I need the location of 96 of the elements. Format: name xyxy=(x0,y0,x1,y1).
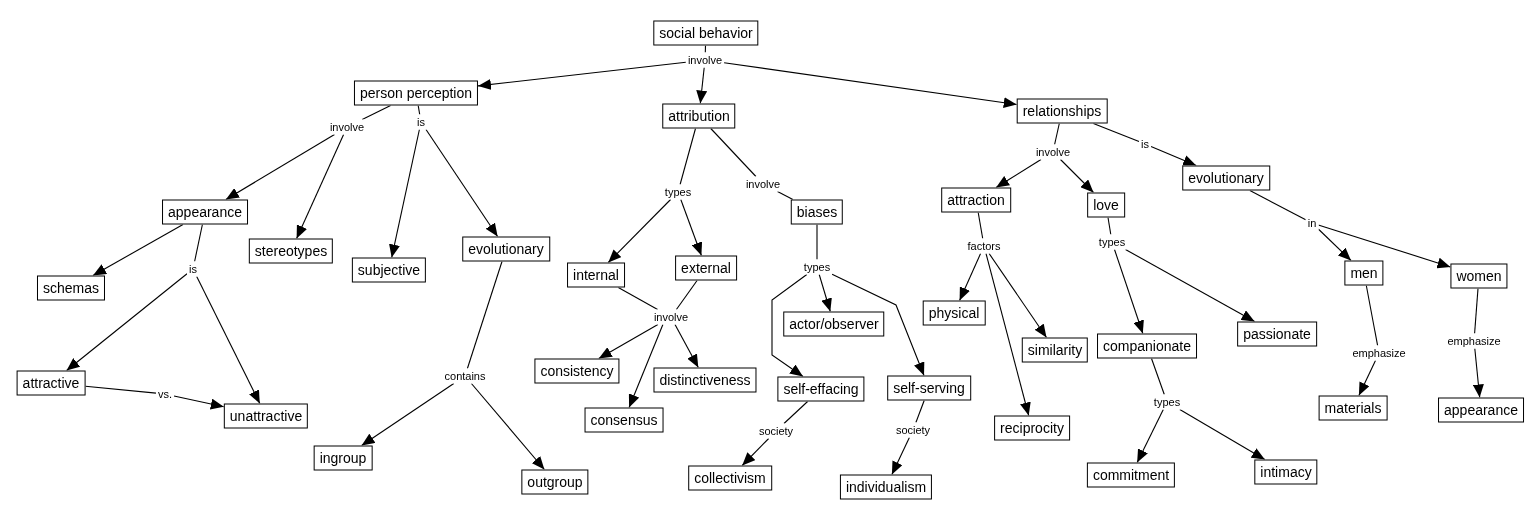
arrow xyxy=(1317,228,1352,262)
concept-box: passionate xyxy=(1237,321,1317,347)
connector-line xyxy=(915,399,925,424)
connector-line xyxy=(675,279,698,311)
concept-box: self-effacing xyxy=(777,376,865,402)
concept-box: individualism xyxy=(839,474,933,500)
arrow xyxy=(628,323,664,409)
arrow xyxy=(1059,158,1095,194)
arrow xyxy=(196,275,261,405)
concept-box: consistency xyxy=(534,358,620,384)
connector-line xyxy=(1249,189,1307,221)
concept-box: attribution xyxy=(662,103,736,129)
arrow xyxy=(959,252,982,302)
arrow xyxy=(425,128,499,238)
concept-box: external xyxy=(675,255,737,281)
concept-box: unattractive xyxy=(223,403,309,429)
concept-box: evolutionary xyxy=(1182,165,1270,191)
concept-box: similarity xyxy=(1021,337,1089,363)
concept-box: attractive xyxy=(16,370,86,396)
concept-box: self-serving xyxy=(887,375,971,401)
arrow xyxy=(995,158,1042,189)
arrow xyxy=(598,323,659,360)
connector-line xyxy=(361,104,392,121)
connector-line xyxy=(1150,357,1165,396)
arrow xyxy=(988,252,1048,339)
arrow xyxy=(1124,248,1256,323)
arrow xyxy=(470,382,545,471)
connector-line xyxy=(194,223,203,263)
connector-line xyxy=(1474,287,1479,335)
connector-line xyxy=(710,127,757,178)
connector-line xyxy=(977,211,984,240)
concept-box: consensus xyxy=(584,407,664,433)
arrow xyxy=(296,133,345,240)
concept-box: collectivism xyxy=(688,465,772,491)
arrow xyxy=(66,273,188,372)
concept-box: reciprocity xyxy=(994,415,1070,441)
arrow xyxy=(1179,408,1266,461)
arrow xyxy=(831,273,925,377)
arrow xyxy=(818,273,832,313)
connector-line xyxy=(84,385,157,394)
arrow xyxy=(1472,347,1484,399)
concept-box: distinctiveness xyxy=(653,367,757,393)
arrow xyxy=(891,436,910,476)
concept-box: companionate xyxy=(1097,333,1197,359)
arrow xyxy=(389,128,420,259)
arrow xyxy=(723,62,1018,109)
concept-box: person perception xyxy=(353,80,479,106)
arrow xyxy=(1113,248,1144,335)
concept-box: attraction xyxy=(941,187,1011,213)
connector-line xyxy=(466,260,503,370)
concept-box: stereotypes xyxy=(248,238,334,264)
concept-box: men xyxy=(1344,260,1384,286)
connector-line xyxy=(776,190,794,201)
concept-box: appearance xyxy=(162,199,248,225)
concept-box: internal xyxy=(567,262,625,288)
arrow xyxy=(361,382,455,447)
arrow xyxy=(1317,224,1451,269)
concept-box: commitment xyxy=(1086,462,1176,488)
arrow xyxy=(680,198,703,257)
concept-box: schemas xyxy=(37,275,105,301)
arrow xyxy=(477,61,687,90)
connector-line xyxy=(1107,216,1112,236)
concept-box: love xyxy=(1087,192,1125,218)
arrow xyxy=(771,273,808,378)
concept-box: physical xyxy=(922,300,986,326)
arrow xyxy=(741,437,770,467)
arrow xyxy=(92,223,184,277)
arrow xyxy=(696,66,708,105)
concept-box: relationships xyxy=(1016,98,1108,124)
connector-line xyxy=(417,104,421,116)
concept-box: social behavior xyxy=(653,20,759,46)
concept-box: women xyxy=(1450,263,1508,289)
concept-box: intimacy xyxy=(1254,459,1318,485)
concept-box: outgroup xyxy=(521,469,589,495)
connector-line xyxy=(704,44,707,54)
arrow xyxy=(225,133,336,201)
arrow xyxy=(1136,408,1164,464)
arrow xyxy=(173,395,225,410)
connector-line xyxy=(783,400,809,425)
concept-box: actor/observer xyxy=(783,311,885,337)
concept-box: subjective xyxy=(351,257,427,283)
concept-box: ingroup xyxy=(313,445,373,471)
arrow xyxy=(607,198,672,264)
connector-line xyxy=(1054,122,1060,146)
arrow xyxy=(985,252,1031,417)
arrow xyxy=(1150,145,1197,167)
concept-box: appearance xyxy=(1438,397,1524,423)
arrow xyxy=(674,323,699,369)
concept-box: biases xyxy=(790,199,844,225)
arrow xyxy=(1358,359,1377,397)
connector-line xyxy=(1365,284,1379,347)
concept-box: evolutionary xyxy=(462,236,550,262)
connector-line xyxy=(617,286,659,311)
connector-line xyxy=(816,223,818,261)
concept-box: materials xyxy=(1318,395,1388,421)
connector-line xyxy=(679,127,697,186)
